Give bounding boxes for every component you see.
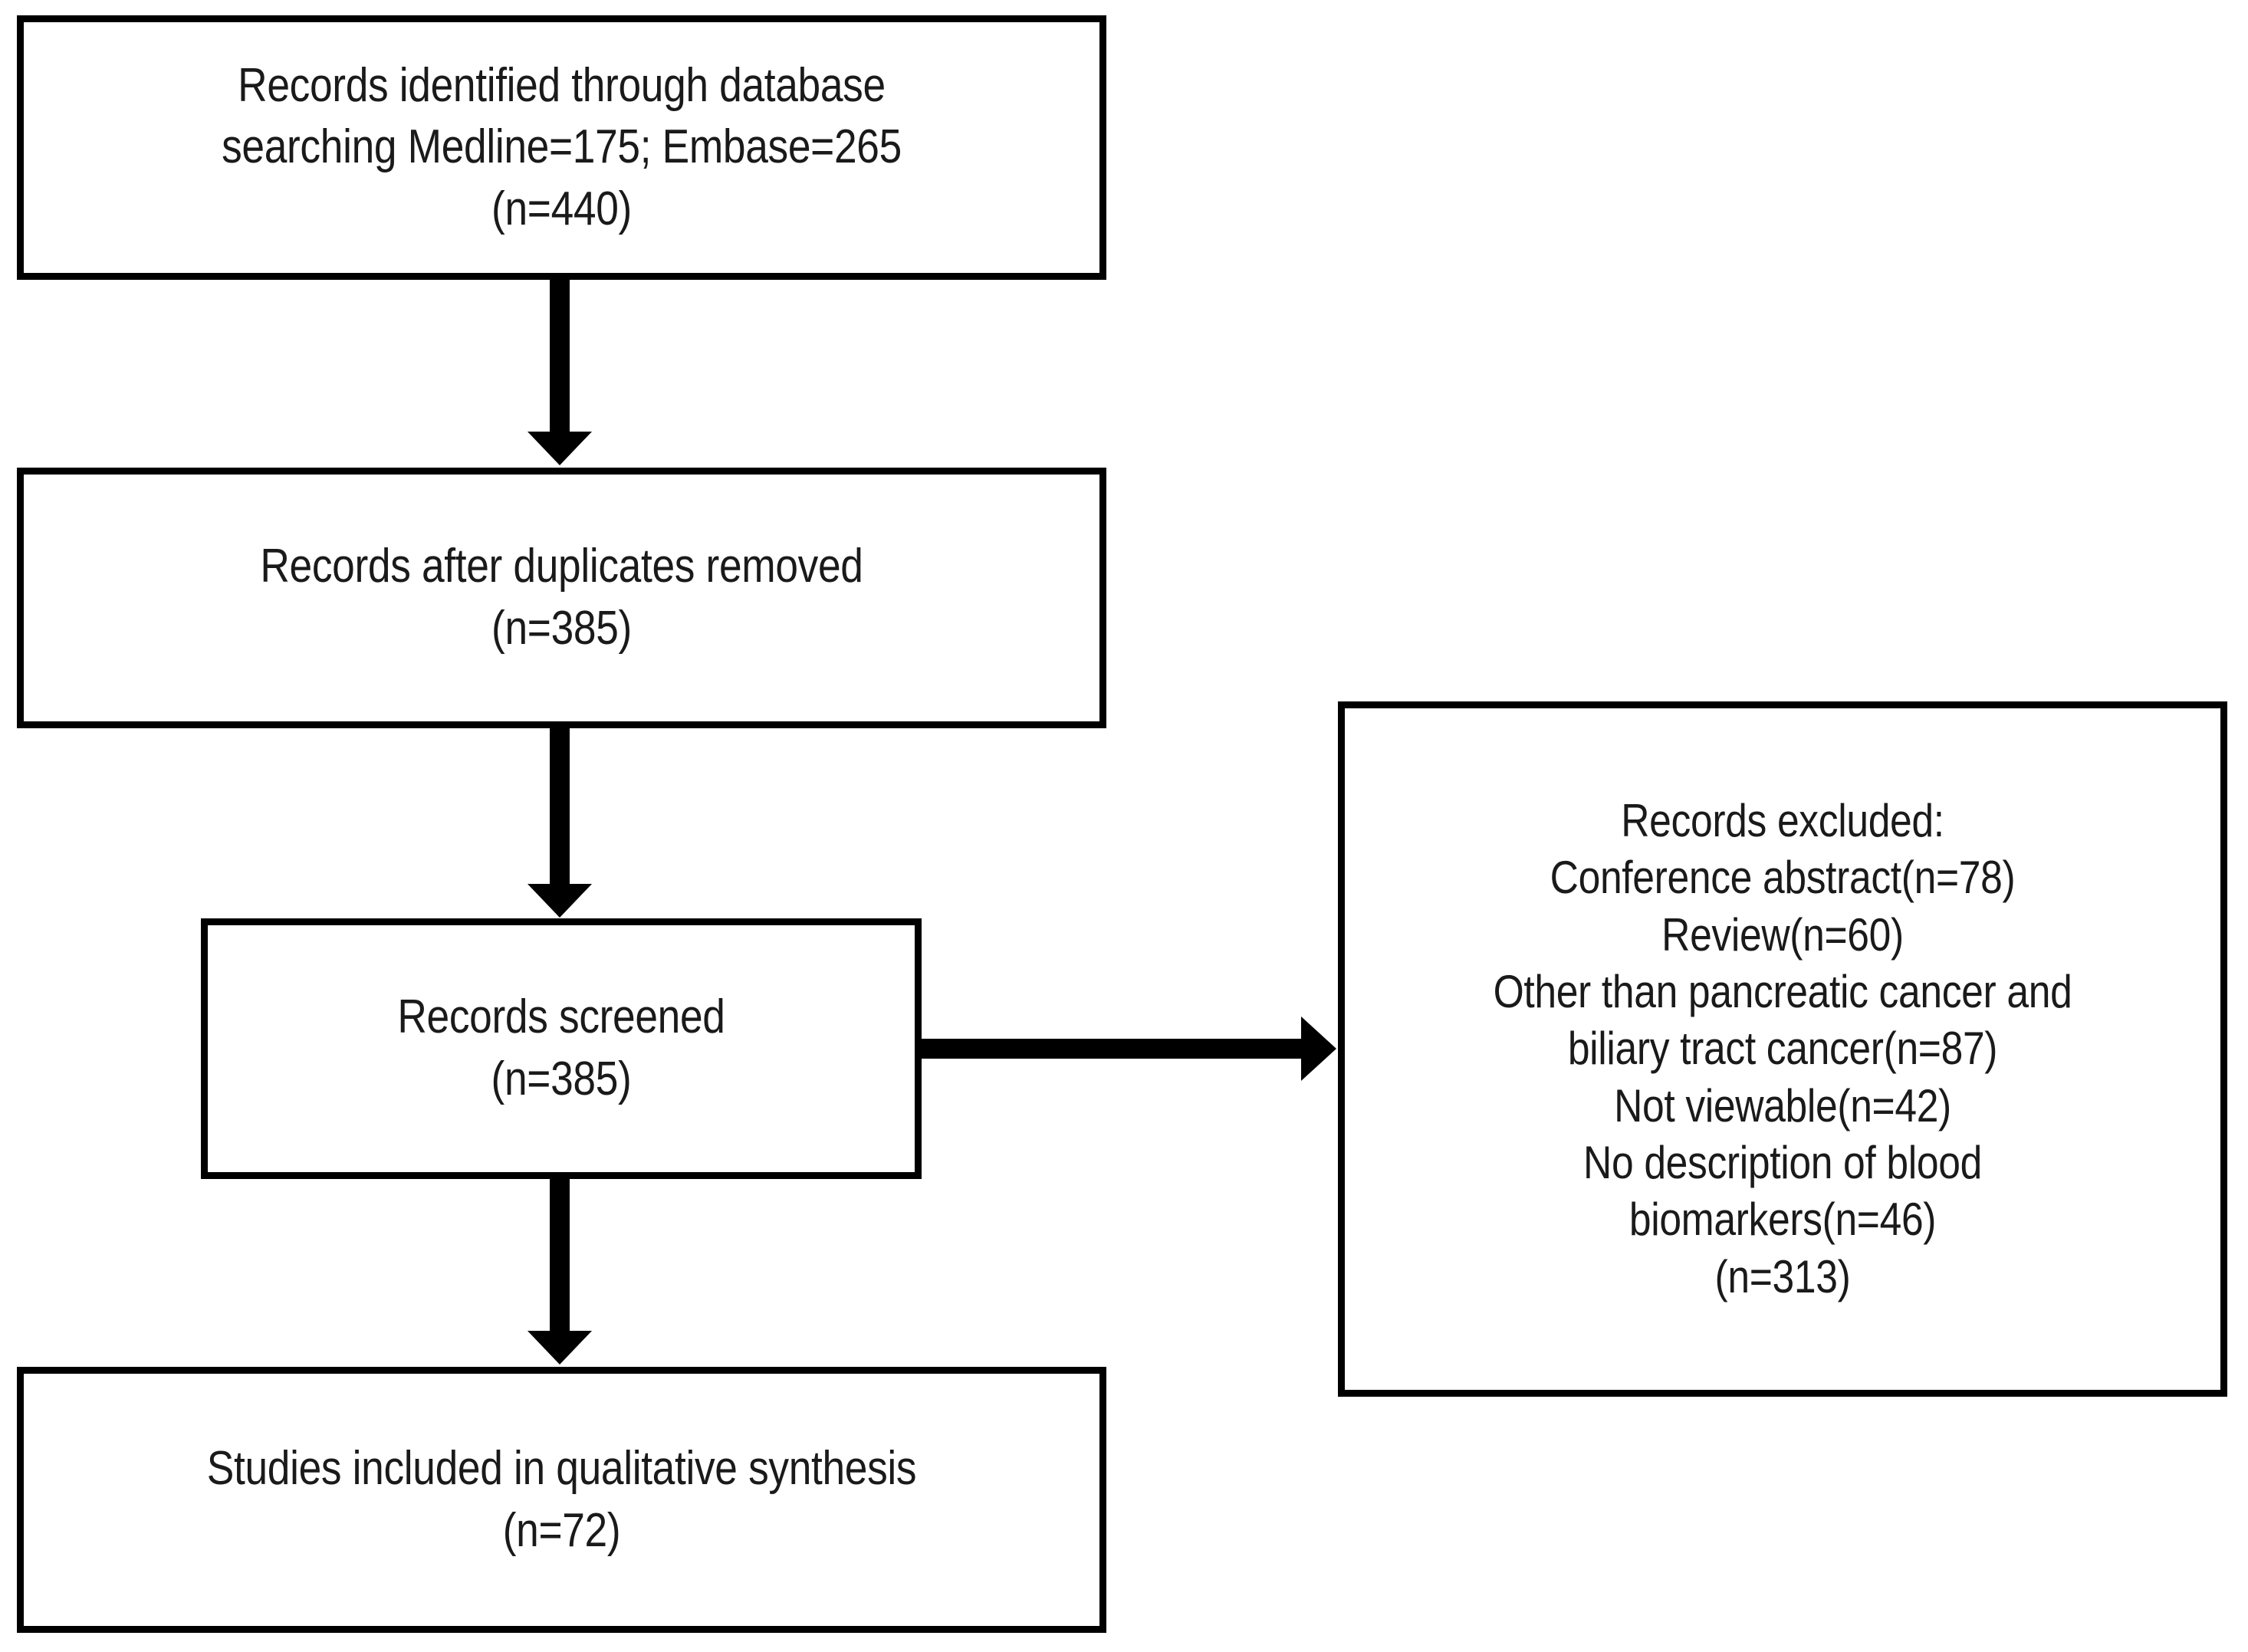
node-records-after-duplicates-removed-text: Records after duplicates removed (n=385) bbox=[260, 540, 863, 655]
node-records-screened-text: Records screened (n=385) bbox=[397, 990, 725, 1105]
node-studies-included-text: Studies included in qualitative synthesi… bbox=[206, 1441, 917, 1557]
node-records-identified: Records identified through database sear… bbox=[17, 15, 1106, 280]
node-records-after-duplicates-removed: Records after duplicates removed (n=385) bbox=[17, 468, 1106, 728]
node-studies-included: Studies included in qualitative synthesi… bbox=[17, 1367, 1106, 1633]
node-records-excluded-text: Records excluded: Conference abstract(n=… bbox=[1493, 794, 2072, 1302]
arrow-screened-to-included bbox=[550, 1179, 570, 1332]
arrow-screened-to-excluded bbox=[922, 1039, 1303, 1059]
arrow-identified-to-duplicates bbox=[550, 280, 570, 433]
node-records-excluded: Records excluded: Conference abstract(n=… bbox=[1338, 701, 2227, 1397]
node-records-identified-text: Records identified through database sear… bbox=[222, 58, 902, 235]
node-records-screened: Records screened (n=385) bbox=[201, 918, 922, 1179]
arrow-duplicates-to-screened bbox=[550, 728, 570, 885]
